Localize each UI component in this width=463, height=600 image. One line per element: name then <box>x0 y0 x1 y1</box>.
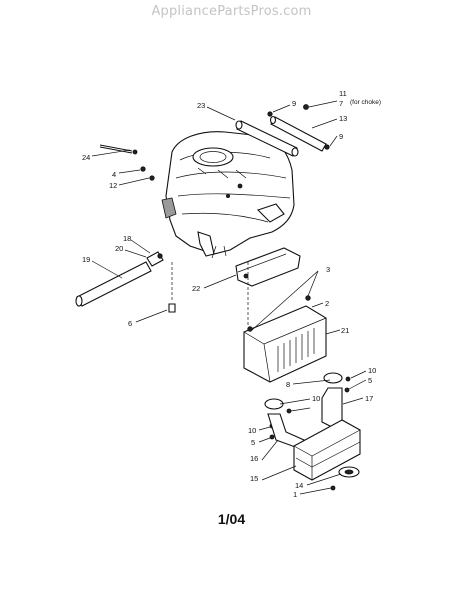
leader-lines <box>91 100 367 495</box>
callout-7: 7 <box>339 99 343 108</box>
callout-15: 15 <box>250 474 258 483</box>
callout-10-left: 10 <box>248 426 256 435</box>
callout-12: 12 <box>109 181 117 190</box>
dipstick-tube <box>76 261 152 307</box>
callout-5-left: 5 <box>251 438 255 447</box>
callout-24: 24 <box>82 153 90 162</box>
callout-11: 11 <box>339 89 347 98</box>
callout-21: 21 <box>341 326 349 335</box>
callout-labels: 23 9 11 7 (for choke) 13 9 24 4 12 18 20… <box>82 89 381 499</box>
muffler <box>293 419 361 481</box>
callout-5-right: 5 <box>368 376 372 385</box>
callout-9-top: 9 <box>292 99 296 108</box>
callout-1: 1 <box>293 490 297 499</box>
hose-clamp-choke <box>303 104 309 110</box>
hose-clamp-right <box>324 144 330 150</box>
callout-17: 17 <box>365 394 373 403</box>
screw-12 <box>149 175 155 181</box>
screw-6 <box>168 303 176 313</box>
callout-8: 8 <box>286 380 290 389</box>
callout-16: 16 <box>250 454 258 463</box>
gasket-upper <box>323 372 343 384</box>
callout-6: 6 <box>128 319 132 328</box>
callout-3: 3 <box>326 265 330 274</box>
callout-23: 23 <box>197 101 205 110</box>
callout-19: 19 <box>82 255 90 264</box>
callout-4: 4 <box>112 170 116 179</box>
callout-22: 22 <box>192 284 200 293</box>
hose-clamp-top <box>267 111 273 117</box>
callout-9-right: 9 <box>339 132 343 141</box>
callout-14: 14 <box>295 481 303 490</box>
screw-4 <box>140 166 146 172</box>
callout-18: 18 <box>123 234 131 243</box>
heat-shield <box>243 295 327 383</box>
air-guide <box>235 247 301 287</box>
engine-block <box>161 131 295 259</box>
callout-13: 13 <box>339 114 347 123</box>
gasket-lower <box>264 398 284 410</box>
page-label: 1/04 <box>217 511 246 527</box>
watermark: AppliancePartsPros.com <box>151 4 312 19</box>
callout-10-right: 10 <box>368 366 376 375</box>
screw-1 <box>330 485 336 491</box>
callout-20: 20 <box>115 244 123 253</box>
note-for-choke: (for choke) <box>350 99 381 106</box>
callout-2: 2 <box>325 299 329 308</box>
callout-10-mid: 10 <box>312 394 320 403</box>
fuel-line-part-24 <box>99 144 133 152</box>
